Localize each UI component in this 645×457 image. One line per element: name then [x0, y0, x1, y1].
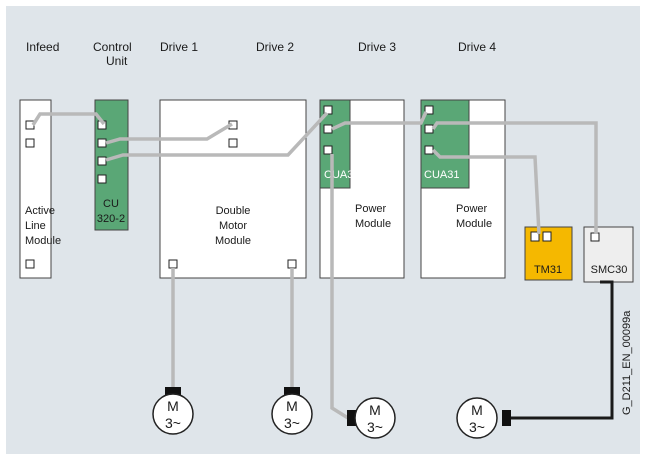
cu-label-2: 320-2	[97, 213, 125, 225]
cua31a-port-2	[323, 124, 333, 134]
motor-2-label-2: 3~	[284, 415, 300, 431]
motor-1: M 3~	[152, 387, 194, 435]
cua31a-port-3	[323, 145, 333, 155]
motor-2-terminal	[284, 387, 300, 396]
motor-3: M 3~	[347, 397, 396, 439]
dmm-label-2: Motor	[219, 220, 247, 232]
cua31b-port-2	[424, 124, 434, 134]
tm31-port-2	[542, 231, 552, 242]
header-drive-3: Drive 3	[358, 40, 396, 54]
drive-cliq-cables	[31, 111, 598, 420]
cua31a-label: CUA31	[324, 169, 359, 181]
smc30-port	[590, 232, 600, 242]
cable-cu-cua31a	[105, 111, 329, 162]
motor-4-terminal	[502, 410, 511, 426]
tm31-port-1	[530, 231, 540, 242]
cable-cua31a-cua31b	[331, 111, 428, 131]
dmm-motor-port-2	[287, 259, 297, 269]
header-drive-1: Drive 1	[160, 40, 198, 54]
motor-1-terminal	[165, 387, 181, 396]
pm4-label-2: Module	[456, 218, 492, 230]
drive4-cua31-adapter	[420, 99, 470, 189]
pm3-label-2: Module	[355, 218, 391, 230]
motor-2-body	[271, 393, 313, 435]
encoder-cable	[508, 280, 614, 420]
motor-3-label-2: 3~	[367, 419, 383, 435]
cu-port-4	[97, 174, 107, 184]
dmm-port-2	[228, 138, 238, 148]
pm3-label-1: Power	[355, 203, 387, 215]
alm-port-3	[25, 259, 35, 269]
dmm-label-1: Double	[216, 205, 251, 217]
active-line-module	[19, 99, 52, 279]
cua31b-label: CUA31	[424, 169, 459, 181]
motor-4-label-2: 3~	[469, 419, 485, 435]
motor-3-body	[354, 397, 396, 439]
header-drive-2: Drive 2	[256, 40, 294, 54]
figure-id: G_D211_EN_00099a	[621, 310, 633, 415]
cu-port-2	[97, 138, 107, 148]
motor-4: M 3~	[456, 397, 511, 439]
tm31-label: TM31	[534, 264, 562, 276]
double-motor-module	[159, 99, 307, 279]
motor-2: M 3~	[271, 387, 313, 435]
cable-alm-cu	[31, 112, 106, 126]
cu-label-1: CU	[103, 198, 119, 210]
dmm-label-3: Module	[215, 235, 251, 247]
motor-1-label-1: M	[167, 398, 179, 414]
alm-label-2: Line	[25, 220, 46, 232]
motor-3-terminal	[347, 410, 356, 426]
header-drive-4: Drive 4	[458, 40, 496, 54]
smc30-label: SMC30	[591, 264, 628, 276]
header-control-unit-1: Control	[93, 40, 132, 54]
motor-3-label-1: M	[369, 402, 381, 418]
cu-port-3	[97, 156, 107, 166]
header-infeed: Infeed	[26, 40, 59, 54]
cable-cua31b-tm31	[431, 148, 541, 235]
motor-4-body	[456, 397, 498, 439]
dmm-motor-port-1	[168, 259, 178, 269]
header-control-unit-2: Unit	[106, 54, 128, 68]
motor-1-body	[152, 393, 194, 435]
cua31b-port-1	[424, 105, 434, 115]
motor-2-label-1: M	[286, 398, 298, 414]
motor-1-label-2: 3~	[165, 415, 181, 431]
cua31b-port-3	[424, 145, 434, 155]
alm-label-1: Active	[25, 205, 55, 217]
alm-port-2	[25, 138, 35, 148]
motor-4-label-1: M	[471, 402, 483, 418]
cable-cua31b-smc30	[431, 121, 598, 234]
cable-cu-dmm	[105, 122, 233, 145]
alm-label-3: Module	[25, 235, 61, 247]
pm4-label-1: Power	[456, 203, 488, 215]
cable-pm3-motor-3	[330, 154, 349, 420]
